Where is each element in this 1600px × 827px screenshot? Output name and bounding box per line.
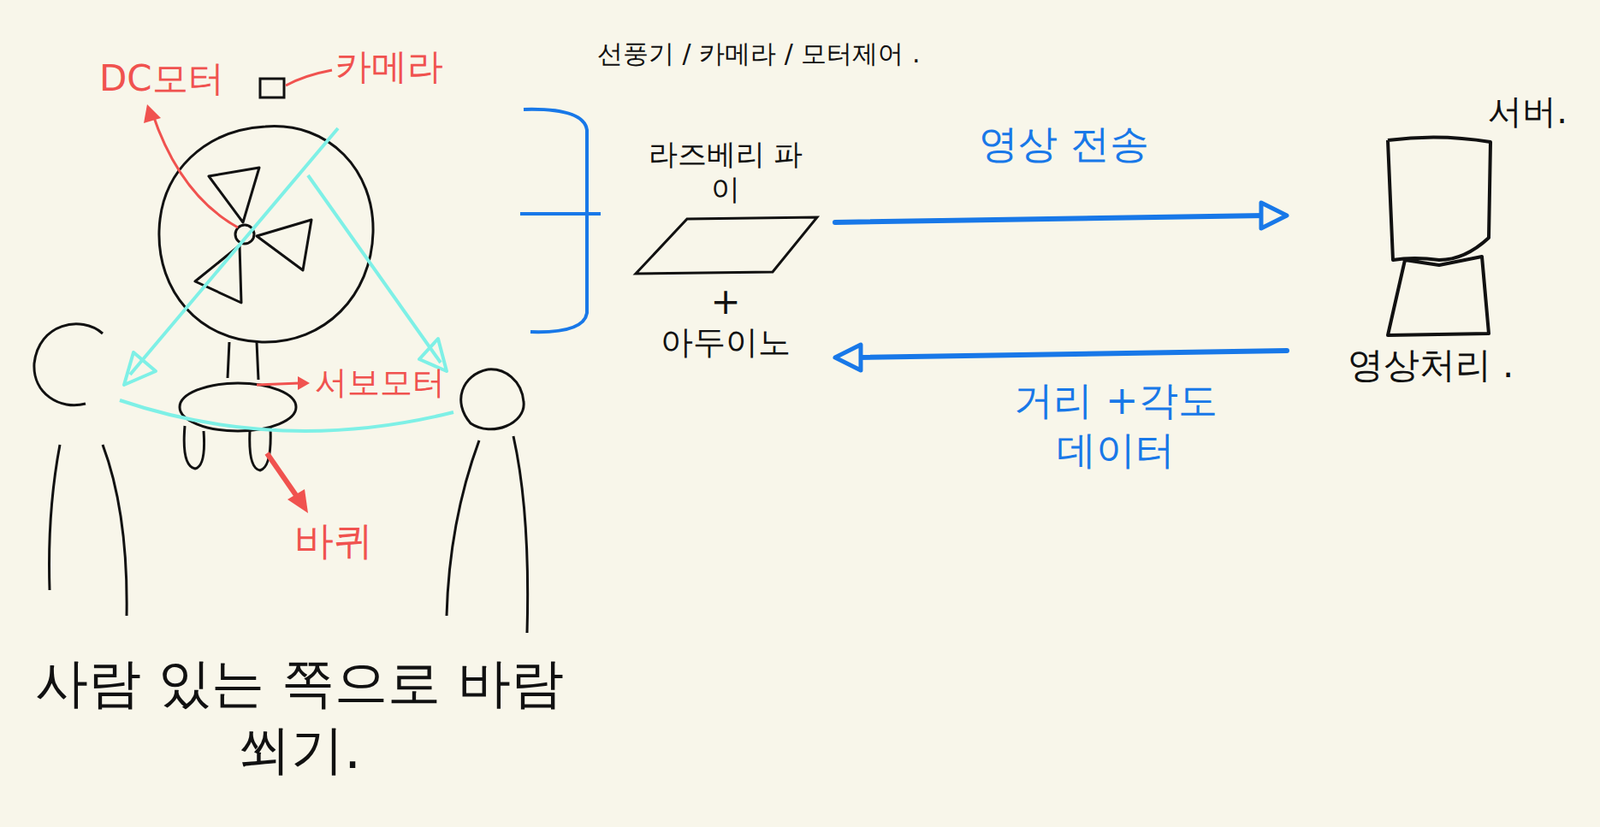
leader-arrowhead <box>143 104 161 124</box>
group-bracket <box>520 109 601 332</box>
fan-base <box>179 383 297 432</box>
fan-guard <box>159 126 374 343</box>
parallelogram-board <box>635 217 818 274</box>
leader-line <box>285 70 332 86</box>
fan-stand <box>227 342 259 380</box>
node-figure <box>627 207 824 281</box>
edge-label: 영상 전송 <box>975 119 1153 170</box>
wheel-symbol <box>183 426 271 471</box>
leader-arrowhead <box>287 489 309 514</box>
server-figure <box>1387 136 1491 336</box>
data-flow-arrow <box>835 202 1287 229</box>
node-figure <box>1353 131 1508 344</box>
node-text: 서버. <box>1487 90 1568 132</box>
fan-blade <box>195 245 242 303</box>
annotation-label: 카메라 <box>335 44 444 90</box>
fan-blade <box>256 219 312 271</box>
fan-blade <box>208 167 260 223</box>
person-figure <box>34 324 127 617</box>
leader-line <box>152 112 238 228</box>
wind-direction <box>308 175 441 363</box>
leader-line <box>256 383 300 386</box>
data-flow-arrow <box>835 344 1287 371</box>
leader-arrowhead <box>297 376 310 391</box>
person-figure <box>446 369 528 634</box>
node-text: 라즈베리 파이 <box>640 136 812 208</box>
node-text: + <box>710 280 741 324</box>
edge-label: 거리 +각도 데이터 <box>992 376 1239 475</box>
annotation-label: 사람 있는 쪽으로 바람 쐬기. <box>34 650 565 783</box>
arrowhead <box>835 344 861 371</box>
annotation-label: 서보모터 <box>314 362 445 404</box>
wind-direction <box>130 128 338 375</box>
arrowhead <box>1261 202 1287 229</box>
leader-line <box>266 453 298 498</box>
component-node: 라즈베리 파이 +아두이노 <box>622 136 829 363</box>
node-text: 아두이노 <box>660 323 791 363</box>
wind-arrowhead <box>124 352 156 386</box>
wind-sweep <box>119 400 454 432</box>
annotation-label: 선풍기 / 카메라 / 모터제어 . <box>597 37 920 71</box>
annotation-label: DC모터 <box>99 56 225 102</box>
connector-line <box>857 350 1287 358</box>
connector-line <box>835 215 1265 223</box>
annotation-label: 바퀴 <box>294 516 374 567</box>
camera-symbol <box>260 78 285 98</box>
node-text: 영상처리 . <box>1347 343 1515 387</box>
component-node: 서버. 영상처리 . <box>1293 90 1568 387</box>
fan-hub <box>235 225 255 244</box>
